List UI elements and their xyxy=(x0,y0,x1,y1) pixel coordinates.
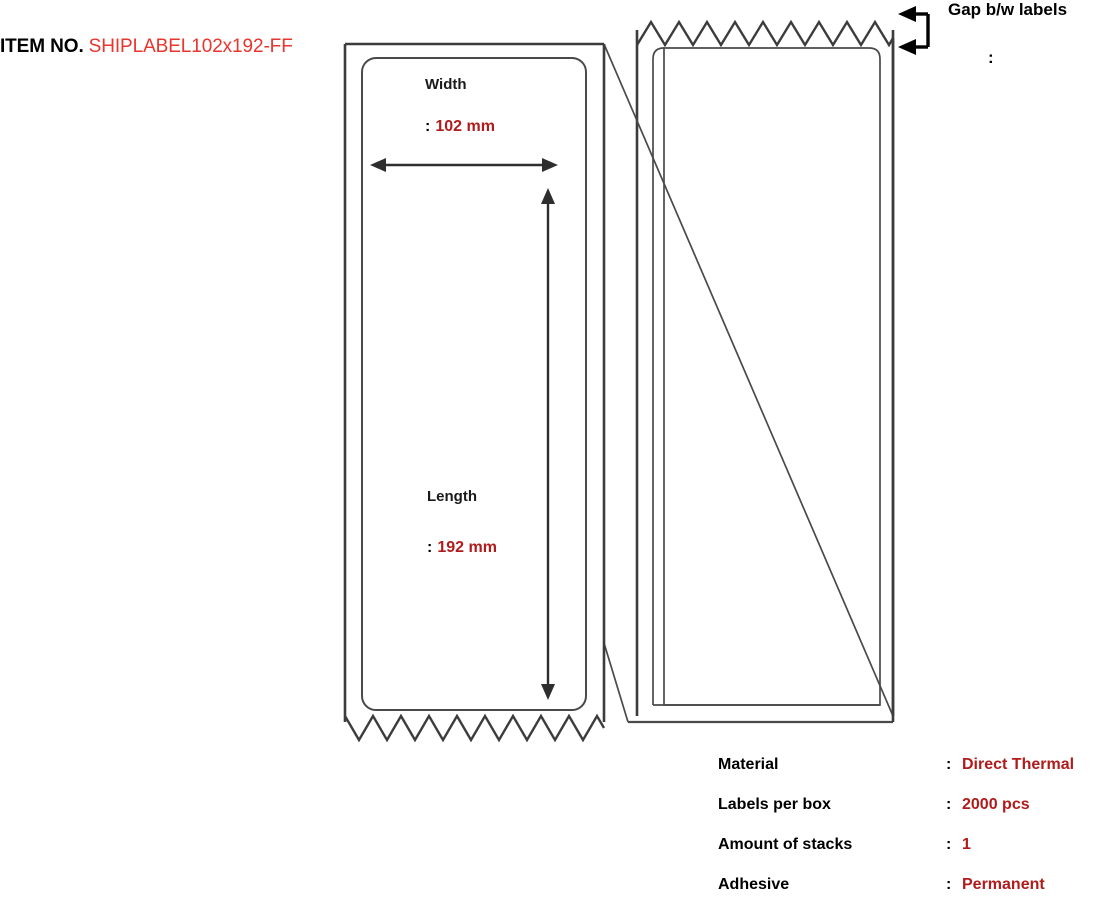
width-value: 102 mm xyxy=(435,118,495,135)
gap-colon: : xyxy=(988,48,994,67)
gap-between-labels-title: Gap b/w labels xyxy=(948,0,1068,19)
gap-arrow-upper xyxy=(898,6,916,22)
length-value: 192 mm xyxy=(437,539,497,556)
rear-stack-perforation-zigzag xyxy=(635,19,895,48)
item-number-value: SHIPLABEL102x192-FF xyxy=(88,36,293,57)
width-colon: : xyxy=(425,118,431,135)
table-row: Material : Direct Thermal xyxy=(718,756,1104,796)
length-colon: : xyxy=(427,539,433,556)
front-stack-label-face xyxy=(361,57,587,711)
spec-value-amount-of-stacks: 1 xyxy=(962,836,971,853)
spec-colon: : xyxy=(946,796,952,813)
perspective-diagonal-upper xyxy=(603,43,894,717)
width-dimension-arrow xyxy=(370,158,558,172)
gap-arrow-lower xyxy=(898,39,916,55)
spec-key-adhesive: Adhesive xyxy=(718,876,790,893)
width-label: Width xyxy=(425,76,467,93)
length-value-row: :192 mm xyxy=(427,539,497,557)
rear-stack-label-face-corner xyxy=(652,47,665,60)
spec-value-adhesive: Permanent xyxy=(962,876,1045,893)
gap-bracket-arrows xyxy=(898,6,930,55)
spec-colon: : xyxy=(946,836,952,853)
spec-key-amount-of-stacks: Amount of stacks xyxy=(718,836,853,853)
spec-colon: : xyxy=(946,756,952,773)
table-row: Amount of stacks : 1 xyxy=(718,836,1104,876)
specification-list: Material : Direct Thermal Labels per box… xyxy=(718,756,1104,916)
perspective-diagonal-lower xyxy=(603,642,629,723)
spec-colon: : xyxy=(946,876,952,893)
spec-key-material: Material xyxy=(718,756,779,773)
gap-between-labels-value-row: : xyxy=(988,48,1000,68)
table-row: Adhesive : Permanent xyxy=(718,876,1104,916)
item-number-block: ITEM NO.SHIPLABEL102x192-FF xyxy=(0,36,293,58)
spec-key-labels-per-box: Labels per box xyxy=(718,796,831,813)
width-value-row: :102 mm xyxy=(425,118,495,136)
length-dimension-arrow xyxy=(541,188,555,700)
length-label: Length xyxy=(427,488,477,505)
rear-stack-label-face xyxy=(663,47,881,706)
spec-value-material: Direct Thermal xyxy=(962,756,1075,773)
spec-value-labels-per-box: 2000 pcs xyxy=(962,796,1030,813)
table-row: Labels per box : 2000 pcs xyxy=(718,796,1104,836)
item-number-label: ITEM NO. xyxy=(0,36,84,57)
front-stack-perforation-zigzag xyxy=(343,713,606,743)
